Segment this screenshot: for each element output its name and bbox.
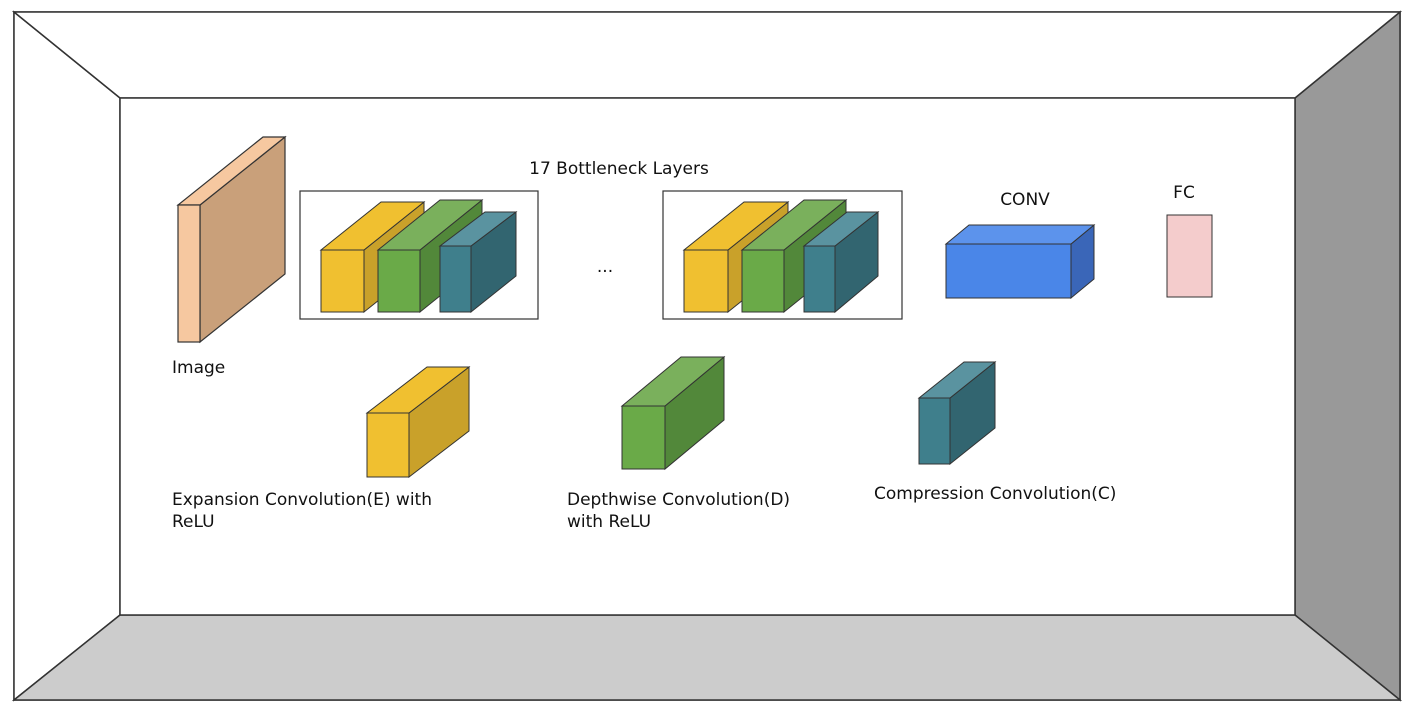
- legend-depthwise-label-line1: Depthwise Convolution(D): [567, 490, 790, 510]
- bottleneck-title: 17 Bottleneck Layers: [529, 159, 709, 179]
- legend-compression-label: Compression Convolution(C): [874, 484, 1116, 504]
- legend-expansion-label-line2: ReLU: [172, 512, 215, 532]
- conv-label: CONV: [1000, 190, 1050, 210]
- compression-block-last: [802, 210, 880, 314]
- legend-depthwise-block: [620, 355, 726, 471]
- conv-block: [944, 223, 1096, 300]
- compression-block-first: [438, 210, 518, 314]
- legend-expansion-label-line1: Expansion Convolution(E) with: [172, 490, 432, 510]
- image-label: Image: [172, 358, 225, 378]
- fc-label: FC: [1173, 183, 1195, 203]
- legend-depthwise-label-line2: with ReLU: [567, 512, 651, 532]
- fc-block: [1166, 214, 1213, 298]
- legend-compression-block: [917, 360, 997, 466]
- image-block: [176, 135, 287, 344]
- room-frame: [11, 10, 1403, 702]
- ellipsis: ...: [597, 257, 613, 277]
- bottleneck-group-first: [299, 190, 539, 320]
- legend-expansion-block: [365, 365, 471, 479]
- bottleneck-group-last: [662, 190, 903, 320]
